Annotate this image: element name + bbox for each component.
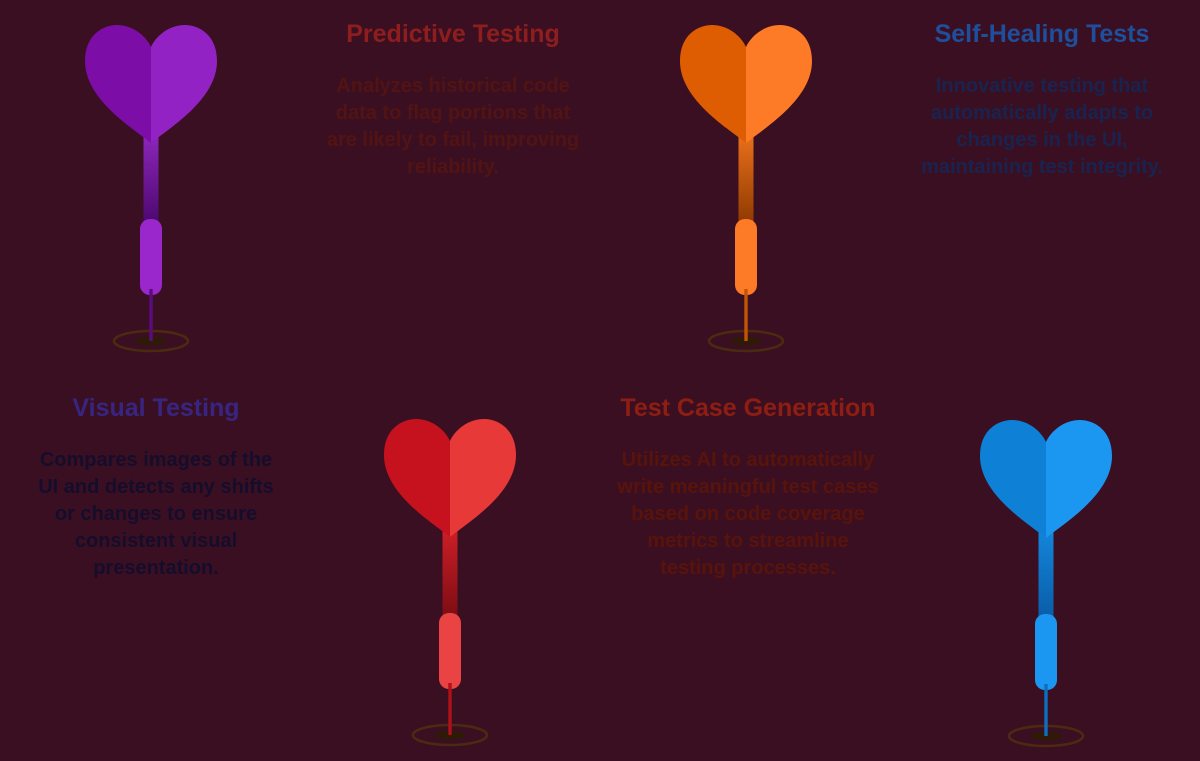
dart-needle [448,683,452,735]
dart-fin-right [1046,420,1112,538]
dart-grip [1035,614,1057,690]
dart-fin-left [680,25,746,143]
body-line: consistent visual [74,530,238,552]
body-line: Innovative testing that [935,75,1149,97]
dart-fin-left [85,25,151,143]
card-title: Self-Healing Tests [934,20,1150,48]
card-predictive-testing: Predictive Testing Analyzes historical c… [295,20,611,181]
body-line: based on code coverage [631,503,865,525]
card-title: Predictive Testing [346,20,560,48]
body-line: UI and detects any shifts [38,476,274,498]
dart-shaft [1038,523,1054,618]
body-line: reliability. [407,156,499,178]
card-title: Visual Testing [72,394,240,422]
dart-shaft [442,522,458,617]
body-line: are likely to fail, improving [326,129,580,151]
card-self-healing-tests: Self-Healing Tests Innovative testing th… [884,20,1200,181]
blue-dart-icon [980,420,1112,748]
card-body: Compares images of the UI and detects an… [0,447,312,582]
dart-fin-right [746,25,812,143]
body-line: or changes to ensure [54,503,258,525]
card-visual-testing: Visual Testing Compares images of the UI… [0,394,312,582]
card-body: Innovative testing that automatically ad… [884,73,1200,181]
body-line: Utilizes AI to automatically [621,449,875,471]
card-title: Test Case Generation [620,394,876,422]
red-dart-icon [384,419,516,747]
card-body: Analyzes historical code data to flag po… [295,73,611,181]
card-body: Utilizes AI to automatically write meani… [578,447,918,582]
body-line: Analyzes historical code [336,75,570,97]
dart-fin-right [151,25,217,143]
dart-fin-right [450,419,516,537]
body-line: Compares images of the [39,449,273,471]
purple-dart-icon [85,25,217,353]
orange-dart-icon [680,25,812,353]
dart-needle [744,289,748,341]
dart-fin-left [384,419,450,537]
body-line: presentation. [93,557,219,579]
body-line: changes in the UI, [956,129,1128,151]
body-line: testing processes. [660,557,836,579]
body-line: metrics to streamline [647,530,849,552]
dart-needle [1044,684,1048,736]
body-line: data to flag portions that [335,102,571,124]
dart-needle [149,289,153,341]
dart-grip [439,613,461,689]
dart-shaft [738,128,754,223]
dart-shaft [143,128,159,223]
dart-grip [140,219,162,295]
dart-fin-left [980,420,1046,538]
dart-grip [735,219,757,295]
card-test-case-generation: Test Case Generation Utilizes AI to auto… [578,394,918,582]
body-line: maintaining test integrity. [921,156,1163,178]
body-line: automatically adapts to [930,102,1154,124]
body-line: write meaningful test cases [617,476,879,498]
